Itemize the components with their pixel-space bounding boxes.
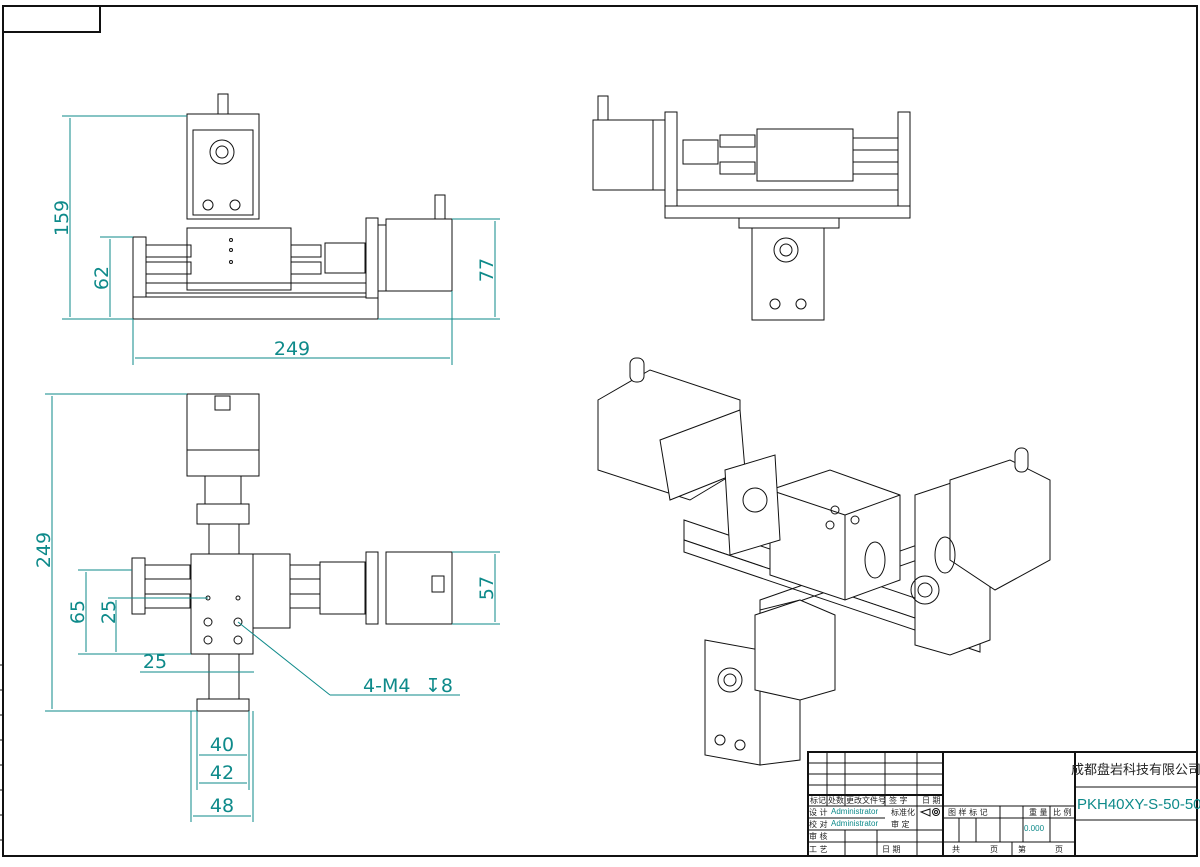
dim-65: 65 [67,600,89,624]
dim-25-vertical: 25 [98,600,120,624]
dim-48: 48 [210,795,234,817]
tb-header-count: 处数 [828,795,844,805]
sheet-border [2,5,1198,857]
tb-date-label: 日 期 [882,845,901,854]
tb-sheet-page-label: 页 [1055,845,1063,854]
tb-header-signature: 签 字 [889,795,908,805]
tb-designer: Administrator [831,807,878,816]
tb-weight-value: 0.000 [1024,824,1045,833]
tb-header-mark: 标记 [810,795,826,805]
tb-company: 成都盘岩科技有限公司 [1071,762,1200,778]
tb-process-label: 工 艺 [809,845,828,854]
hole-depth: ↧8 [425,675,453,697]
tb-page-label: 页 [990,845,998,854]
dim-249-horizontal: 249 [274,338,310,360]
tb-weight-label: 重 量 [1029,807,1048,817]
tb-sheet-label: 第 [1018,844,1026,854]
front-view [132,93,453,320]
dim-40: 40 [210,734,234,756]
dim-25-horizontal: 25 [143,651,167,673]
side-view [592,95,911,321]
top-view-dimensions: 249 65 25 25 57 4-M4 ↧8 40 42 48 [33,393,500,822]
hole-callout: 4-M4 [363,675,410,697]
dim-77: 77 [476,258,498,282]
dim-249-vertical: 249 [33,532,55,568]
tb-checker: Administrator [831,819,878,828]
tb-design-label: 设 计 [809,807,828,817]
front-view-dimensions: 159 62 77 249 [51,115,500,365]
tb-scale-label: 比 例 [1053,807,1072,817]
tb-total-label: 共 [952,845,960,854]
dim-42: 42 [210,762,234,784]
top-view [131,393,453,712]
tb-approve-label: 审 定 [891,819,910,829]
corner-label-box [2,5,101,33]
tb-header-date: 日 期 [922,796,941,805]
tb-header-change-doc: 更改文件号 [846,795,886,805]
tb-drawing-mark-label: 图 样 标 记 [948,807,988,817]
dim-57: 57 [476,576,498,600]
tb-review-label: 审 核 [809,831,828,841]
dim-159: 159 [51,200,73,236]
projection-symbol-icon [919,808,940,817]
tb-standardization-label: 标准化 [891,807,915,817]
title-block: 标记 处数 更改文件号 签 字 日 期 设 计 校 对 审 核 工 艺 Admi… [807,751,1200,857]
dim-62: 62 [91,266,113,290]
tb-check-label: 校 对 [809,819,828,829]
isometric-view [597,357,1051,766]
tb-part-number: PKH40XY-S-50-50 [1077,796,1200,813]
left-edge-ticks [0,664,3,841]
